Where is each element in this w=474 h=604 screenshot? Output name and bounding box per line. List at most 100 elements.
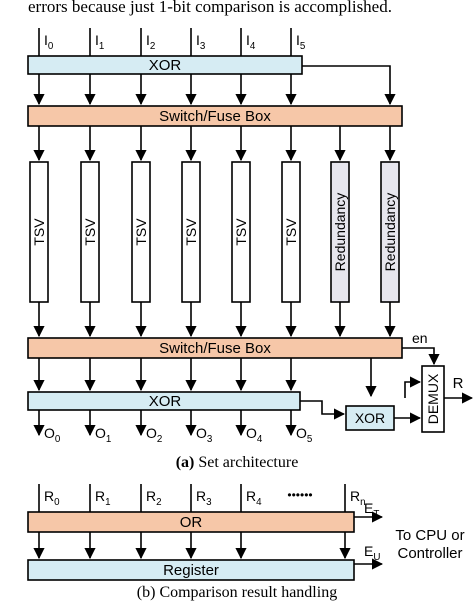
r-input-label-3-base: R bbox=[196, 488, 206, 504]
tsv-column-2 bbox=[131, 161, 151, 303]
output-label-1-sub: 1 bbox=[106, 434, 111, 445]
output-label-3-base: O bbox=[196, 425, 207, 441]
register-block bbox=[27, 559, 355, 581]
switch-top-block bbox=[27, 105, 403, 127]
r-input-label-1: R1 bbox=[95, 488, 111, 508]
wires bbox=[33, 28, 474, 570]
output-label-4-sub: 4 bbox=[257, 434, 263, 445]
to-cpu-line2: Controller bbox=[397, 545, 462, 562]
input-label-1-sub: 1 bbox=[99, 41, 104, 52]
r-input-label-4-base: R bbox=[246, 488, 256, 504]
tsv-column-3 bbox=[181, 161, 201, 303]
xor-top-label: XOR bbox=[149, 57, 182, 74]
column-label-1: TSV bbox=[82, 218, 98, 246]
et-label-base: E bbox=[364, 500, 373, 516]
switch-bottom-block bbox=[27, 337, 403, 359]
et-label-sub: T bbox=[373, 509, 379, 520]
tsv-column-0 bbox=[29, 161, 49, 303]
et-label: ET bbox=[364, 500, 379, 520]
input-label-1-base: I bbox=[95, 32, 99, 48]
output-label-1: O1 bbox=[95, 425, 111, 445]
eu-label-base: E bbox=[364, 543, 373, 559]
xor-small-block bbox=[345, 405, 395, 431]
or-block bbox=[27, 511, 355, 533]
output-label-0: O0 bbox=[44, 425, 61, 445]
switch-top-label: Switch/Fuse Box bbox=[159, 108, 271, 125]
r-input-label-3-sub: 3 bbox=[206, 497, 212, 508]
input-label-3: I3 bbox=[196, 32, 206, 52]
r-dots: •••••• bbox=[287, 488, 312, 502]
output-label-5: O5 bbox=[296, 425, 313, 445]
output-label-4-base: O bbox=[246, 425, 257, 441]
output-label-3: O3 bbox=[196, 425, 213, 445]
xor-small-label: XOR bbox=[355, 410, 385, 426]
xor-top-block bbox=[27, 55, 303, 75]
r-input-label-2: R2 bbox=[146, 488, 162, 508]
input-label-3-sub: 3 bbox=[200, 41, 206, 52]
demux-label: DEMUX bbox=[425, 373, 441, 424]
input-label-0: I0 bbox=[44, 32, 54, 52]
output-label-0-base: O bbox=[44, 425, 55, 441]
output-label-5-sub: 5 bbox=[307, 434, 313, 445]
r-input-label-1-sub: 1 bbox=[105, 497, 110, 508]
input-label-5-sub: 5 bbox=[300, 41, 306, 52]
input-label-4: I4 bbox=[246, 32, 256, 52]
column-label-7: Redundancy bbox=[382, 193, 398, 272]
en-wire bbox=[402, 347, 440, 366]
input-label-4-base: I bbox=[246, 32, 250, 48]
r-input-label-5: Rn bbox=[350, 488, 366, 508]
output-label-2-sub: 2 bbox=[157, 434, 162, 445]
demux-feedback-wire bbox=[404, 376, 422, 398]
r-input-label-0-base: R bbox=[44, 488, 54, 504]
i5-bypass-wire bbox=[291, 65, 396, 106]
caption-b: (b) Comparison result handling bbox=[137, 584, 337, 601]
blocks bbox=[27, 55, 445, 581]
column-label-3: TSV bbox=[183, 218, 199, 246]
r-output-label: R bbox=[453, 375, 464, 392]
input-label-5: I5 bbox=[296, 32, 306, 52]
xor-bottom-block bbox=[27, 391, 301, 411]
column-label-5: TSV bbox=[283, 218, 299, 246]
caption-a-tag: (a) bbox=[176, 454, 195, 471]
column-label-2: TSV bbox=[133, 218, 149, 246]
register-label: Register bbox=[163, 562, 219, 579]
r-input-label-5-base: R bbox=[350, 488, 360, 504]
redundancy-column-7 bbox=[380, 161, 400, 303]
input-label-2: I2 bbox=[146, 32, 155, 52]
input-label-4-sub: 4 bbox=[250, 41, 256, 52]
redundancy-column-6 bbox=[330, 161, 350, 303]
output-label-0-sub: 0 bbox=[55, 434, 61, 445]
r-input-label-5-sub: n bbox=[360, 497, 365, 508]
column-label-0: TSV bbox=[31, 218, 47, 246]
en-label: en bbox=[412, 330, 428, 346]
or-label: OR bbox=[180, 514, 203, 531]
xor-to-small-xor-wire bbox=[300, 400, 346, 420]
r-input-label-3: R3 bbox=[196, 488, 212, 508]
xor-bottom-label: XOR bbox=[149, 393, 182, 410]
r-input-label-0-sub: 0 bbox=[54, 497, 60, 508]
r-input-label-4: R4 bbox=[246, 488, 262, 508]
caption-a-text: Set architecture bbox=[198, 454, 298, 471]
r-input-label-2-sub: 2 bbox=[156, 497, 161, 508]
input-label-2-base: I bbox=[146, 32, 150, 48]
input-label-1: I1 bbox=[95, 32, 104, 52]
output-label-2-base: O bbox=[146, 425, 157, 441]
tsv-column-4 bbox=[231, 161, 251, 303]
r-input-label-4-sub: 4 bbox=[256, 497, 262, 508]
r-input-label-2-base: R bbox=[146, 488, 156, 504]
output-label-4: O4 bbox=[246, 425, 263, 445]
demux-block bbox=[421, 365, 445, 433]
header-text: errors because just 1-bit comparison is … bbox=[28, 0, 392, 16]
output-label-3-sub: 3 bbox=[207, 434, 213, 445]
column-label-6: Redundancy bbox=[332, 193, 348, 272]
input-label-5-base: I bbox=[296, 32, 300, 48]
tsv-column-1 bbox=[80, 161, 100, 303]
to-cpu-line1: To CPU or bbox=[395, 527, 464, 544]
output-label-2: O2 bbox=[146, 425, 162, 445]
column-label-4: TSV bbox=[233, 218, 249, 246]
input-label-0-sub: 0 bbox=[48, 41, 54, 52]
output-label-1-base: O bbox=[95, 425, 106, 441]
switch-bottom-label: Switch/Fuse Box bbox=[159, 340, 271, 357]
